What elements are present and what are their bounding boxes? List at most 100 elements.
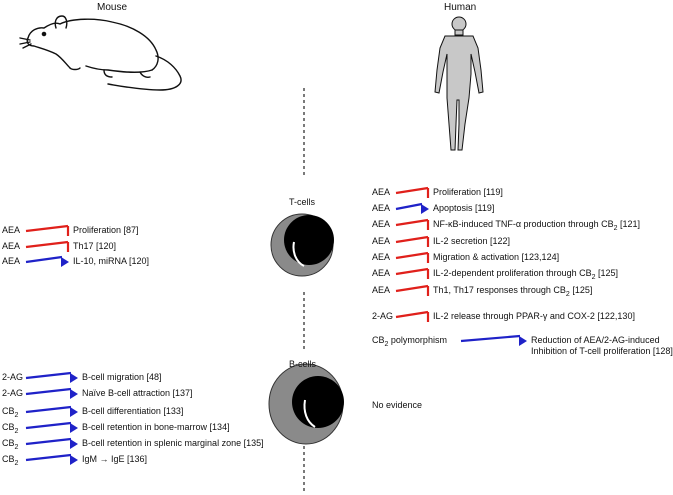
no-evidence-label-text: No evidence: [372, 400, 423, 410]
effect-label: B-cell migration [48]: [82, 372, 162, 383]
agent-label: AEA: [372, 219, 390, 230]
inhibition-arrow: [395, 267, 430, 279]
agent-label-text: CB: [2, 438, 15, 448]
effect-label-text: Naïve B-cell attraction [137]: [82, 388, 193, 398]
agent-label-text: AEA: [2, 256, 21, 266]
agent-label-text: 2-AG: [2, 372, 24, 382]
effect-label: Migration & activation [123,124]: [433, 252, 559, 263]
effect-label: Proliferation [119]: [433, 187, 503, 198]
agent-label-text: AEA: [372, 285, 391, 295]
agent-label: AEA: [2, 225, 20, 236]
agent-label-text: CB: [2, 422, 15, 432]
activation-arrow: [25, 405, 78, 417]
agent-label: AEA: [372, 187, 390, 198]
effect-label-text: Proliferation [87]: [73, 225, 139, 235]
agent-label-subscript: 2: [14, 443, 19, 451]
effect-label-text: IL-2-dependent proliferation through CB: [433, 268, 592, 278]
agent-label: CB2: [2, 454, 18, 469]
effect-label-text: B-cell migration [48]: [82, 372, 162, 382]
mouse-header: Mouse: [97, 2, 128, 13]
inhibition-arrow: [395, 310, 430, 322]
agent-label: AEA: [372, 268, 390, 279]
effect-label: Proliferation [87]: [73, 225, 139, 236]
agent-label-subscript: 2: [14, 411, 19, 419]
effect-label-text: Apoptosis [119]: [433, 203, 495, 213]
agent-label-text: AEA: [372, 203, 391, 213]
inhibition-arrow: [395, 218, 430, 230]
effect-label-text: Migration & activation [123,124]: [433, 252, 560, 262]
polymorphism-label-text: CB: [372, 335, 385, 345]
effect-label-text: B-cell retention in splenic marginal zon…: [82, 438, 264, 448]
effect-label-text: [125]: [595, 268, 619, 278]
human-icon: [434, 16, 484, 151]
effect-label: NF-κB-induced TNF-α production through C…: [433, 219, 640, 234]
effect-label-text: Th1, Th17 responses through CB: [433, 285, 566, 295]
polymorphism-effect-line1: Reduction of AEA/2-AG-induced: [531, 335, 660, 346]
activation-arrow: [395, 202, 429, 214]
agent-label: AEA: [2, 241, 20, 252]
effect-label-text: [121]: [617, 219, 641, 229]
agent-label-subscript: 2: [14, 427, 19, 435]
effect-label: IL-2-dependent proliferation through CB2…: [433, 268, 618, 283]
agent-label: AEA: [372, 285, 390, 296]
effect-label: IgM → IgE [136]: [82, 454, 147, 465]
activation-arrow: [25, 437, 78, 449]
agent-label: AEA: [372, 236, 390, 247]
effect-label: IL-2 secretion [122]: [433, 236, 510, 247]
polymorphism-effect-line2-text: Inhibition of T-cell proliferation [128]: [531, 346, 673, 356]
t-cell-icon: [270, 213, 334, 277]
agent-label: 2-AG: [2, 388, 23, 399]
inhibition-arrow: [25, 240, 70, 252]
activation-arrow: [25, 255, 69, 267]
b-cells-label: B-cells: [289, 359, 317, 369]
agent-label: CB2: [2, 422, 18, 437]
human-header: Human: [444, 2, 477, 13]
inhibition-arrow: [395, 186, 430, 198]
agent-label-text: AEA: [372, 219, 391, 229]
agent-label: 2-AG: [372, 311, 393, 322]
agent-label-text: AEA: [372, 236, 391, 246]
agent-label-text: AEA: [372, 187, 391, 197]
polymorphism-label-text: polymorphism: [388, 335, 447, 345]
agent-label-text: 2-AG: [372, 311, 394, 321]
mouse-icon: [19, 15, 182, 91]
effect-label: B-cell retention in bone-marrow [134]: [82, 422, 230, 433]
effect-label-subscript: 2: [613, 224, 618, 232]
effect-label: Apoptosis [119]: [433, 203, 494, 214]
polymorphism-effect-line2: Inhibition of T-cell proliferation [128]: [531, 346, 673, 357]
agent-label: CB2: [2, 438, 18, 453]
activation-arrow: [25, 453, 78, 465]
activation-arrow: [460, 334, 527, 346]
agent-label-text: CB: [2, 406, 15, 416]
t-cells-label: T-cells: [289, 197, 316, 207]
inhibition-arrow: [395, 251, 430, 263]
agent-label-text: AEA: [2, 225, 21, 235]
effect-label-text: Th17 [120]: [73, 241, 117, 251]
effect-label-text: IL-2 secretion [122]: [433, 236, 511, 246]
activation-arrow: [25, 371, 78, 383]
effect-label: IL-10, miRNA [120]: [73, 256, 149, 267]
b-cell-icon: [268, 363, 344, 445]
effect-label-text: IL-10, miRNA [120]: [73, 256, 150, 266]
agent-label-text: AEA: [372, 252, 391, 262]
effect-label-text: B-cell retention in bone-marrow [134]: [82, 422, 230, 432]
effect-label-subscript: 2: [565, 290, 570, 298]
effect-label-text: IgM → IgE [136]: [82, 454, 148, 464]
agent-label: AEA: [2, 256, 20, 267]
polymorphism-label-subscript: 2: [384, 340, 389, 348]
agent-label-text: AEA: [2, 241, 21, 251]
agent-label-text: CB: [2, 454, 15, 464]
effect-label: Naïve B-cell attraction [137]: [82, 388, 193, 399]
inhibition-arrow: [395, 284, 430, 296]
effect-label: B-cell differentiation [133]: [82, 406, 183, 417]
activation-arrow: [25, 387, 78, 399]
activation-arrow: [25, 421, 78, 433]
agent-label: 2-AG: [2, 372, 23, 383]
effect-label: Th1, Th17 responses through CB2 [125]: [433, 285, 592, 300]
effect-label-text: B-cell differentiation [133]: [82, 406, 184, 416]
effect-label-subscript: 2: [591, 273, 596, 281]
no-evidence-label: No evidence: [372, 400, 422, 411]
agent-label-subscript: 2: [14, 459, 19, 467]
